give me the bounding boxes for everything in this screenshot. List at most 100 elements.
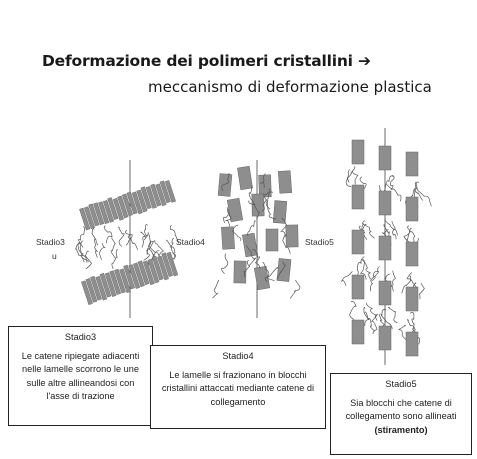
stage3-tie-chain [85, 250, 92, 270]
stage5-tie-chain [413, 182, 423, 201]
stage5-tie-chain [386, 184, 402, 202]
chain-segment [81, 280, 93, 306]
aligned-block [378, 145, 392, 171]
title-text: Deformazione dei polimeri cristallini [42, 52, 353, 70]
stage5-tie-chain [362, 259, 372, 280]
stage3-sublabel: u [52, 251, 57, 261]
chain-segment [140, 186, 152, 210]
chain-segment [99, 272, 112, 298]
crystalline-block [285, 224, 299, 248]
crystalline-block [217, 173, 233, 197]
aligned-block [405, 151, 419, 177]
stage5-tie-chain [349, 301, 357, 320]
stage3-tie-chain [111, 249, 119, 269]
stage5-tie-chain [345, 169, 352, 187]
stage5-tie-chain [409, 311, 415, 331]
chain-segment [159, 180, 171, 204]
stage5-tie-chain [352, 171, 360, 185]
stage4-tie-chain [263, 188, 271, 210]
stage5-tie-chain [370, 271, 379, 292]
stage3-tie-chain [140, 231, 147, 248]
chain-segment [137, 260, 150, 286]
crystalline-block [233, 260, 247, 284]
stage4-tie-chain [248, 185, 255, 206]
chain-segment [90, 275, 102, 301]
stage5-tie-chain [362, 222, 375, 239]
stage5-tie-chain [341, 271, 353, 287]
stage4-label: Stadio4 [176, 237, 205, 247]
diagram-layer [75, 128, 432, 365]
stage3-lower-lamella [81, 251, 179, 306]
crystalline-block [221, 226, 235, 250]
stage3-tie-chain [143, 240, 154, 261]
aligned-block [405, 331, 419, 357]
stage5-tie-chain [365, 302, 378, 321]
stage3-tie-chain [154, 240, 165, 256]
stage5-tie-chain [387, 270, 396, 289]
stage3-upper-lamella [79, 180, 176, 231]
stage5-tie-chain [363, 307, 370, 327]
crystalline-block [237, 165, 253, 191]
chain-segment [83, 206, 96, 230]
stage5-tie-chain [390, 174, 395, 191]
chain-segment [85, 278, 98, 303]
stage4-tie-chain [223, 207, 230, 224]
stage5-tie-chain [371, 313, 378, 335]
chain-segment [145, 186, 157, 209]
aligned-block [405, 241, 419, 267]
stage4-tie-chain [264, 267, 279, 283]
stage5-tie-chain [401, 275, 412, 294]
chain-segment [117, 195, 129, 219]
stage5-tie-chain [371, 266, 380, 282]
stage3-tie-chain [94, 238, 98, 258]
stage3-box-text: Le catene ripiegate adiacenti nelle lame… [21, 350, 140, 402]
chain-segment [114, 268, 126, 294]
stage5-tie-chain [384, 273, 394, 292]
chain-segment [166, 251, 179, 277]
chain-segment [157, 255, 169, 281]
crystalline-block [226, 197, 244, 223]
aligned-block [351, 229, 365, 255]
aligned-block [351, 274, 365, 300]
chain-segment [109, 270, 122, 295]
chain-segment [128, 264, 141, 289]
chain-segment [123, 264, 136, 290]
chain-segment [131, 191, 143, 215]
stage5-box-title: Stadio5 [385, 379, 417, 389]
stage4-tie-chain [221, 173, 230, 192]
stage5-tie-chain [380, 309, 393, 330]
aligned-block [378, 280, 392, 306]
chain-segment [164, 180, 176, 203]
stage4-tie-chain [262, 262, 275, 281]
chain-segment [151, 255, 164, 281]
chain-segment [155, 183, 167, 207]
chain-segment [98, 201, 110, 225]
chain-segment [95, 275, 108, 301]
stage5-tie-chain [355, 256, 365, 279]
stage4-tie-chain [243, 259, 251, 278]
aligned-block [351, 184, 365, 210]
crystalline-block [241, 232, 259, 258]
stage5-tie-chain [388, 307, 398, 324]
stage4-tie-chain [289, 279, 301, 299]
chain-segment [93, 202, 105, 226]
stage3-tie-chain [127, 234, 138, 250]
stage3-label: Stadio3 [36, 237, 65, 247]
stage4-tie-chain [267, 200, 277, 220]
crystalline-block [276, 258, 292, 282]
chain-segment [121, 193, 133, 217]
slide-title: Deformazione dei polimeri cristallini ➔ [42, 52, 371, 70]
chain-segment [161, 252, 174, 277]
stage5-tie-chain [398, 324, 408, 342]
aligned-block [378, 325, 392, 351]
chain-segment [119, 268, 131, 294]
stage4-tie-chain [252, 248, 261, 269]
aligned-block [351, 319, 365, 345]
stage3-tie-chain [125, 230, 133, 246]
chain-segment [104, 272, 117, 297]
stage4-tie-chain [276, 260, 286, 280]
stage5-tie-chain [384, 218, 398, 236]
stage5-tie-chain [405, 188, 415, 209]
stage4-tie-chain [280, 218, 287, 238]
